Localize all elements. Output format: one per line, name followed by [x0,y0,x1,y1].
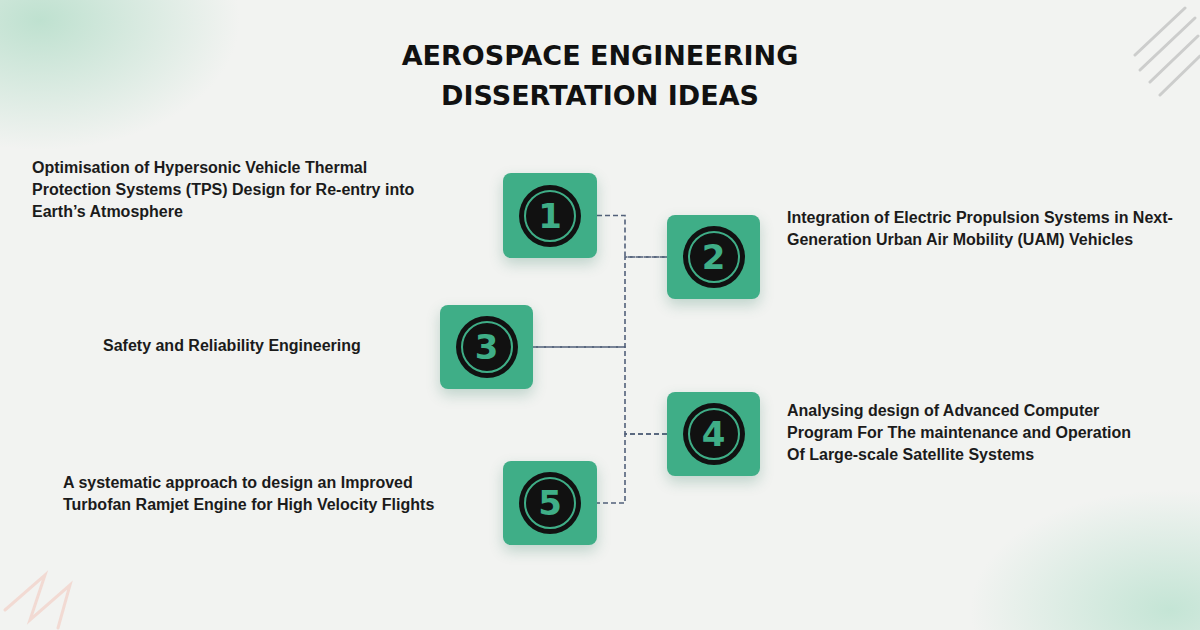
idea-text: Analysing design of Advanced Computer Pr… [787,400,1152,466]
numbered-box: 1Optimisation of Hypersonic Vehicle Ther… [503,173,597,258]
number-circle-ring: 2 [688,231,740,283]
number-circle-ring: 5 [524,477,576,529]
idea-text: Optimisation of Hypersonic Vehicle Therm… [32,157,444,223]
number-circle-ring: 3 [461,321,513,373]
callout-number: 3 [475,330,499,364]
number-circle: 1 [519,185,581,247]
number-circle: 5 [519,472,581,534]
number-circle: 3 [456,316,518,378]
callout-number: 2 [702,240,726,274]
idea-text: A systematic approach to design an Impro… [63,472,465,516]
corner-blob [970,490,1200,630]
callout-number: 1 [538,199,562,233]
sketch-lines [1135,8,1200,95]
dashed-connector [597,434,667,503]
number-circle: 2 [683,226,745,288]
number-circle-ring: 1 [524,190,576,242]
dashed-connector [597,216,667,258]
numbered-box: 3Safety and Reliability Engineering [440,305,533,389]
dashed-connector [533,347,667,434]
numbered-box: 5A systematic approach to design an Impr… [503,461,597,545]
corner-blob [0,0,240,150]
idea-text: Integration of Electric Propulsion Syste… [787,207,1185,251]
number-circle: 4 [683,403,745,465]
callout-number: 5 [538,486,562,520]
diagram-title: AEROSPACE ENGINEERING DISSERTATION IDEAS [370,36,830,116]
numbered-box: 2Integration of Electric Propulsion Syst… [667,215,760,299]
dashed-connector [533,257,667,347]
sketch-scribble [5,575,70,628]
number-circle-ring: 4 [688,408,740,460]
idea-text: Safety and Reliability Engineering [103,335,423,357]
numbered-box: 4Analysing design of Advanced Computer P… [667,392,760,476]
callout-number: 4 [702,417,726,451]
